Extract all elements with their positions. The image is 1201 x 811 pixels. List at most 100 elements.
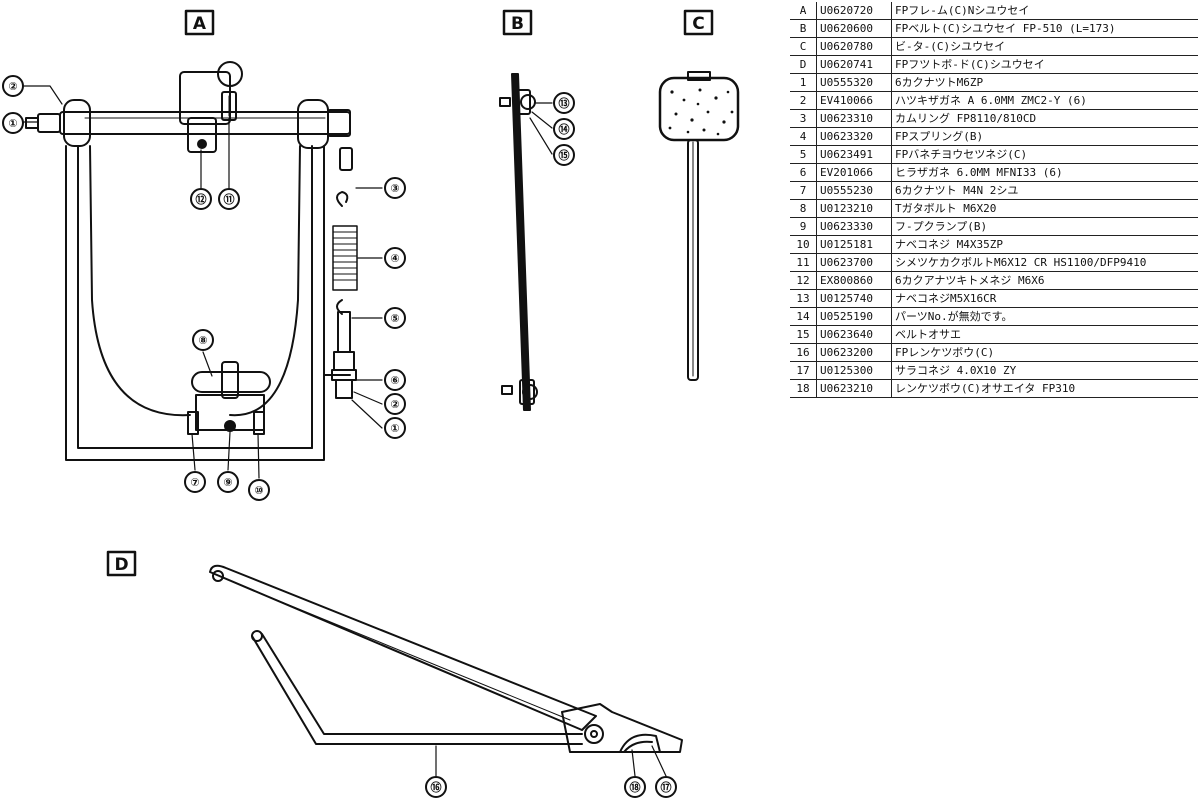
part-key: 6: [790, 163, 817, 182]
part-description: ヒラザガネ 6.0MM MFNI33 (6): [891, 163, 1198, 182]
part-key: 5: [790, 145, 817, 164]
part-description: パーツNo.が無効です。: [891, 307, 1198, 326]
callout-a-9: ⑨: [223, 476, 232, 489]
callout-a-1-bottom: ①: [390, 422, 399, 435]
part-description: シメツケカクボルトM6X12 CR HS1100/DFP9410: [891, 253, 1198, 272]
part-description: FPベルト(C)シユウセイ FP-510 (L=173): [891, 19, 1198, 38]
part-code: U0623640: [816, 325, 892, 344]
part-description: 6カクナツト M4N 2シユ: [891, 181, 1198, 200]
callout-a-10: ⑩: [254, 484, 263, 497]
part-code: U0623330: [816, 217, 892, 236]
part-code: U0623320: [816, 127, 892, 146]
callout-d-18: ⑱: [630, 780, 641, 794]
panel-d-callouts: ⑯ ⑱ ⑰: [425, 776, 677, 798]
callout-d-16: ⑯: [431, 780, 442, 794]
part-code: EV410066: [816, 91, 892, 110]
callout-a-1-top: ①: [8, 117, 17, 130]
part-code: U0555230: [816, 181, 892, 200]
panel-a-frame-drawing: A: [23, 9, 383, 479]
part-code: U0123210: [816, 199, 892, 218]
part-code: U0623310: [816, 109, 892, 128]
part-description: フ-プクランプ(B): [891, 217, 1198, 236]
callout-a-4: ④: [390, 252, 399, 265]
callout-a-12: ⑫: [196, 192, 207, 206]
part-code: U0623700: [816, 253, 892, 272]
part-code: U0620720: [816, 2, 892, 20]
part-code: U0525190: [816, 307, 892, 326]
part-description: ナベコネジM5X16CR: [891, 289, 1198, 308]
panel-c-beater-drawing: C: [658, 9, 740, 381]
part-description: Tガタボルト M6X20: [891, 199, 1198, 218]
part-description: FPスプリング(B): [891, 127, 1198, 146]
part-key: C: [790, 37, 817, 56]
part-code: U0623200: [816, 343, 892, 362]
part-key: 1: [790, 73, 817, 92]
panel-b-label: B: [511, 14, 524, 34]
part-description: ナベコネジ M4X35ZP: [891, 235, 1198, 254]
part-code: U0620741: [816, 55, 892, 74]
part-code: U0620600: [816, 19, 892, 38]
callout-b-14: ⑭: [559, 122, 570, 136]
part-key: 4: [790, 127, 817, 146]
part-description: ベルトオサエ: [891, 325, 1198, 344]
part-key: 14: [790, 307, 817, 326]
part-key: A: [790, 2, 817, 20]
part-code: U0125181: [816, 235, 892, 254]
part-description: 6カクナツトM6ZP: [891, 73, 1198, 92]
part-code: EX800860: [816, 271, 892, 290]
callout-a-2-top: ②: [8, 80, 17, 93]
part-key: B: [790, 19, 817, 38]
part-code: U0623491: [816, 145, 892, 164]
part-key: 15: [790, 325, 817, 344]
part-key: 10: [790, 235, 817, 254]
part-key: 11: [790, 253, 817, 272]
callout-b-15: ⑮: [559, 148, 570, 162]
panel-d-footboard-drawing: D: [106, 550, 683, 777]
part-description: 6カクアナツキトメネジ M6X6: [891, 271, 1198, 290]
panel-a-callouts: ② ① ⑫ ⑪ ③ ④ ⑤ ⑥ ② ① ⑧ ⑦ ⑨ ⑩: [2, 75, 406, 501]
part-key: 8: [790, 199, 817, 218]
part-description: ビ-タ-(C)シユウセイ: [891, 37, 1198, 56]
part-description: ハツキザガネ A 6.0MM ZMC2-Y (6): [891, 91, 1198, 110]
part-key: 3: [790, 109, 817, 128]
callout-d-17: ⑰: [661, 780, 672, 794]
panel-b-callouts: ⑬ ⑭ ⑮: [553, 92, 575, 166]
callout-a-8: ⑧: [198, 334, 207, 347]
callout-a-6: ⑥: [390, 374, 399, 387]
panel-d-label: D: [114, 555, 128, 575]
part-key: 9: [790, 217, 817, 236]
part-description: FPフレ-ム(C)Nシユウセイ: [891, 2, 1198, 20]
part-code: U0125740: [816, 289, 892, 308]
part-description: サラコネジ 4.0X10 ZY: [891, 361, 1198, 380]
part-key: 7: [790, 181, 817, 200]
callout-b-13: ⑬: [559, 96, 570, 110]
part-description: レンケツボウ(C)オサエイタ FP310: [891, 379, 1198, 398]
part-description: FPフツトボ-ド(C)シユウセイ: [891, 55, 1198, 74]
callout-a-3: ③: [390, 182, 399, 195]
part-key: 13: [790, 289, 817, 308]
part-code: U0555320: [816, 73, 892, 92]
callout-a-11: ⑪: [224, 192, 235, 206]
callout-a-2-bottom: ②: [390, 398, 399, 411]
part-code: U0620780: [816, 37, 892, 56]
